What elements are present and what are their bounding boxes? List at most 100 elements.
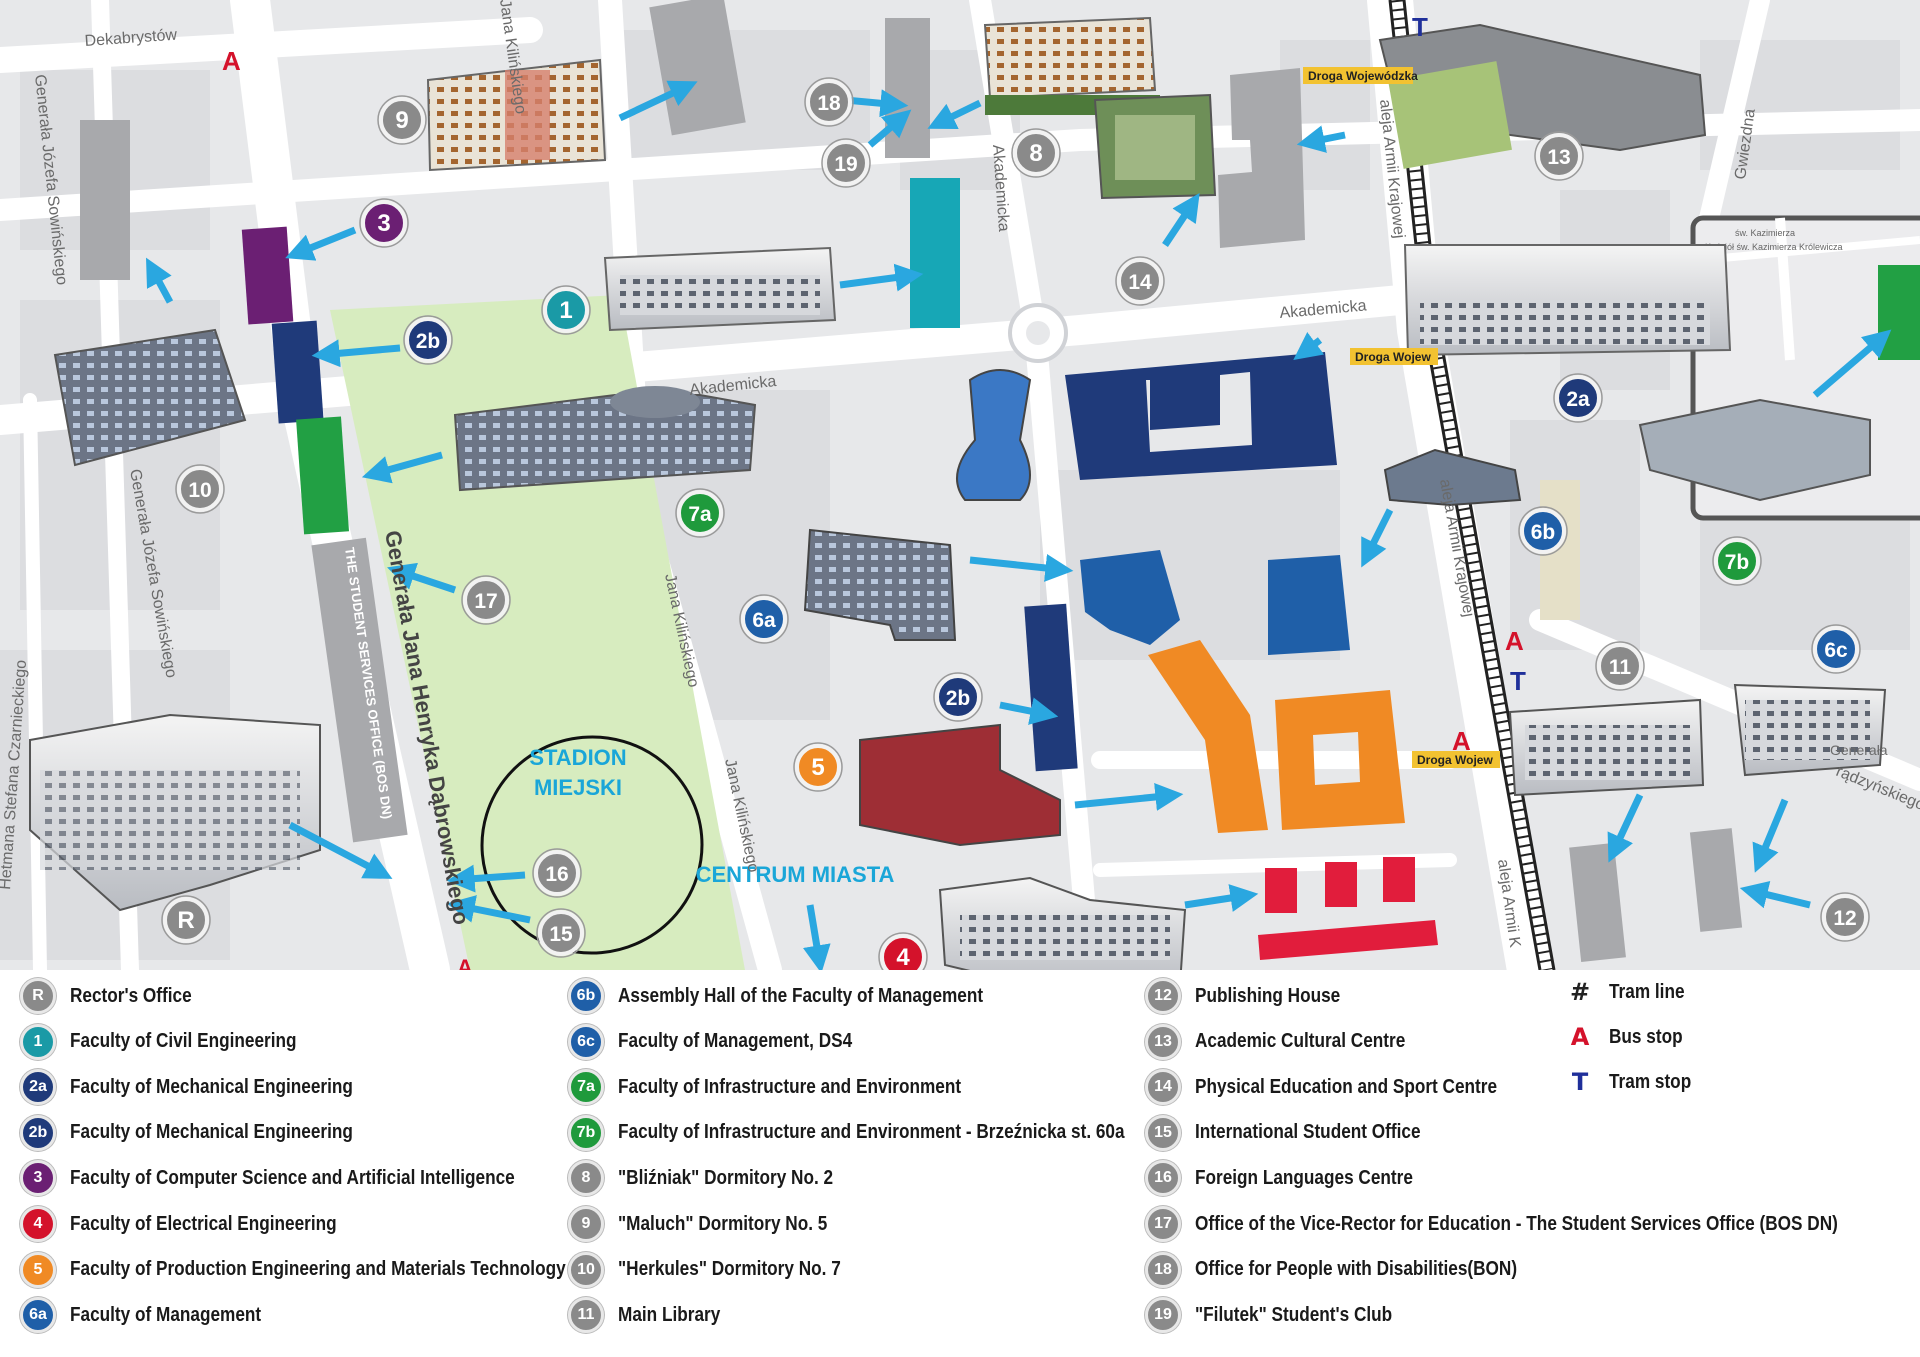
marker-label: 6b [1531,521,1556,544]
marker-label: 8 [1029,140,1042,167]
building-dorm-left [80,120,130,280]
building-4-c [1383,857,1415,902]
marker-10: 10 [175,464,225,514]
legend-label: Rector's Office [70,984,192,1007]
legend-label: Faculty of Computer Science and Artifici… [70,1166,515,1189]
tram-stop-symbol: T [1510,666,1526,696]
building-3-cs [241,226,294,325]
photo-6a [803,528,957,641]
photo-7b [1638,398,1871,502]
marker-label: 9 [395,107,408,134]
legend-item-19: 19"Filutek" Student's Club [1145,1297,1424,1334]
legend-badge: 3 [20,1160,56,1197]
marker-label: 17 [474,590,497,613]
marker-8: 8 [1011,128,1061,178]
sign-droga-wojewodzka-3: Droga Wojew [1417,753,1493,767]
tram-stop-symbol: T [1412,12,1428,42]
marker-1: 1 [541,285,591,335]
marker-label: 11 [1609,656,1632,679]
marker-15: 15 [536,908,586,958]
marker-6c: 6c [1811,624,1861,674]
marker-R: R [161,895,211,945]
legend-label: Faculty of Electrical Engineering [70,1212,337,1235]
building-4-d [1258,920,1438,960]
marker-label: 2a [1566,388,1590,411]
bus-stop-symbol: A [457,955,473,970]
marker-3: 3 [359,198,409,248]
marker-label: 7a [688,503,712,526]
building-18-19 [885,18,930,158]
legend-label: Office of the Vice-Rector for Education … [1195,1212,1838,1235]
legend-label: Academic Cultural Centre [1195,1030,1406,1053]
legend-badge: 18 [1145,1251,1181,1288]
legend-label: Faculty of Infrastructure and Environmen… [618,1075,962,1098]
marker-label: 6a [752,609,776,632]
marker-7b: 7b [1712,536,1762,586]
street-akademicka-vertical: Akademicka [989,144,1012,232]
building-1-civil [910,178,960,328]
inset-church-label: Kościół św. Kazimierza Królewicza [1705,242,1843,252]
marker-2a: 2a [1553,373,1603,423]
photo-rector [29,713,321,912]
legend-label: Bus stop [1609,1025,1683,1048]
building-5-left [1148,640,1268,833]
marker-label: 5 [811,754,824,781]
bus-stop-symbol: A [1452,726,1471,756]
photo-2a [1403,244,1732,357]
marker-16: 16 [532,848,582,898]
direction-arrows [146,80,1892,970]
inset-street-label: św. Kazimierza [1735,228,1795,238]
marker-label: 15 [549,923,573,946]
marker-label: 19 [834,153,857,176]
legend-badge: 10 [568,1251,604,1288]
building-bos [311,537,408,843]
photo-6b [1383,448,1522,507]
marker-19: 19 [821,138,871,188]
legend-label: Faculty of Production Engineering and Ma… [70,1258,566,1281]
street-gen-right: Generała [1830,742,1888,758]
photo-5 [859,723,1061,847]
legend-item-18: 18 Office for People with Disabilities(BO… [1145,1251,1570,1288]
legend-badge: 14 [1145,1069,1181,1106]
building-2a [1065,352,1337,480]
legend-label: Faculty of Mechanical Engineering [70,1121,353,1144]
street-dekabrystow: Dekabrystów [84,27,178,50]
bus-stop-symbol: A [222,46,241,76]
legend-badge: 8 [568,1160,604,1197]
marker-6b: 6b [1518,506,1568,556]
map-markers: 12a2b2b3456a6b6c7a7b89101112131415161718… [161,77,1870,970]
legend-badge: 7b [568,1114,604,1151]
marker-label: 7b [1725,551,1750,574]
building-6a [1080,550,1180,645]
marker-label: R [177,907,194,934]
marker-2b: 2b [403,315,453,365]
legend-label: Office for People with Disabilities(BON) [1195,1258,1518,1281]
marker-label: 2b [416,330,441,353]
legend-label: Main Library [618,1303,721,1326]
marker-7a: 7a [675,488,725,538]
building-4-a [1265,868,1297,913]
legend-label: Tram stop [1609,1070,1692,1093]
building-photos [29,16,1887,970]
marker-label: 18 [817,92,841,115]
marker-label: 1 [559,297,572,324]
stop-symbols: A A A A T T [222,12,1526,970]
marker-17: 17 [461,575,511,625]
building-4-b [1325,862,1357,907]
legend-item-tram-line: #Tram line [1565,974,1697,1010]
legend-badge: 6c [568,1023,604,1060]
legend-item-3: 3 Faculty of Computer Science and Artific… [20,1160,587,1197]
